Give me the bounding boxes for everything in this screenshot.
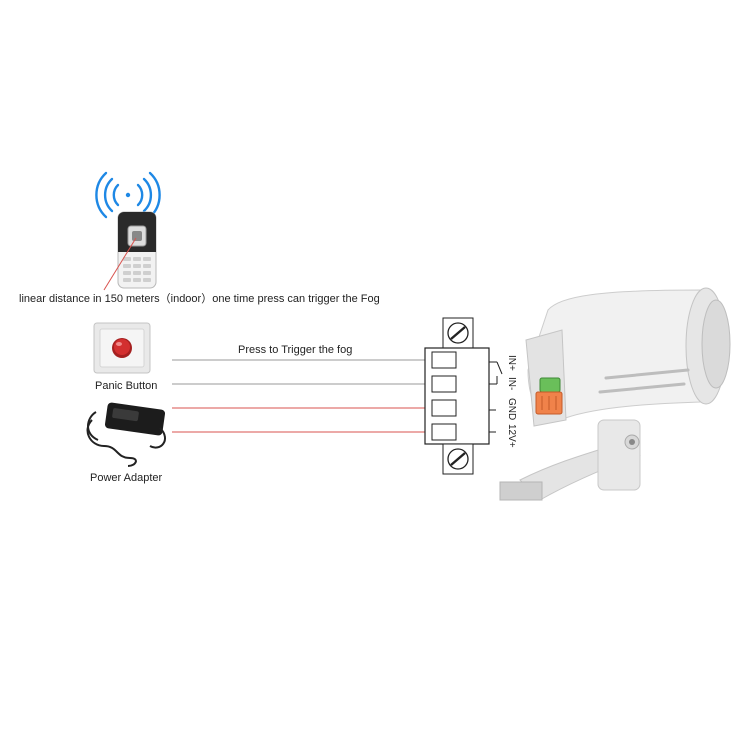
pin-label-in-minus: IN-	[506, 377, 517, 391]
panic-button-label: Panic Button	[95, 380, 158, 392]
terminal-connector-icon	[535, 377, 563, 415]
remote-pointer-line	[103, 237, 137, 291]
power-adapter-icon	[86, 402, 166, 467]
remote-range-caption: linear distance in 150 meters（indoor）one…	[19, 293, 380, 305]
wires	[172, 359, 430, 433]
signal-waves-icon	[95, 171, 161, 219]
wire-trigger-caption: Press to Trigger the fog	[238, 344, 353, 356]
power-adapter-label: Power Adapter	[90, 472, 163, 484]
remote-control-icon	[117, 211, 157, 289]
top-screw-icon	[450, 326, 466, 340]
fog-machine-icon	[499, 287, 731, 501]
pin-label-gnd: GND	[506, 398, 517, 421]
bottom-screw-icon	[450, 452, 466, 466]
pin-label-in-plus: IN+	[506, 355, 517, 371]
terminal-block	[424, 317, 503, 475]
pin-label-12v: 12V+	[506, 424, 517, 448]
panic-button-icon	[93, 322, 151, 374]
